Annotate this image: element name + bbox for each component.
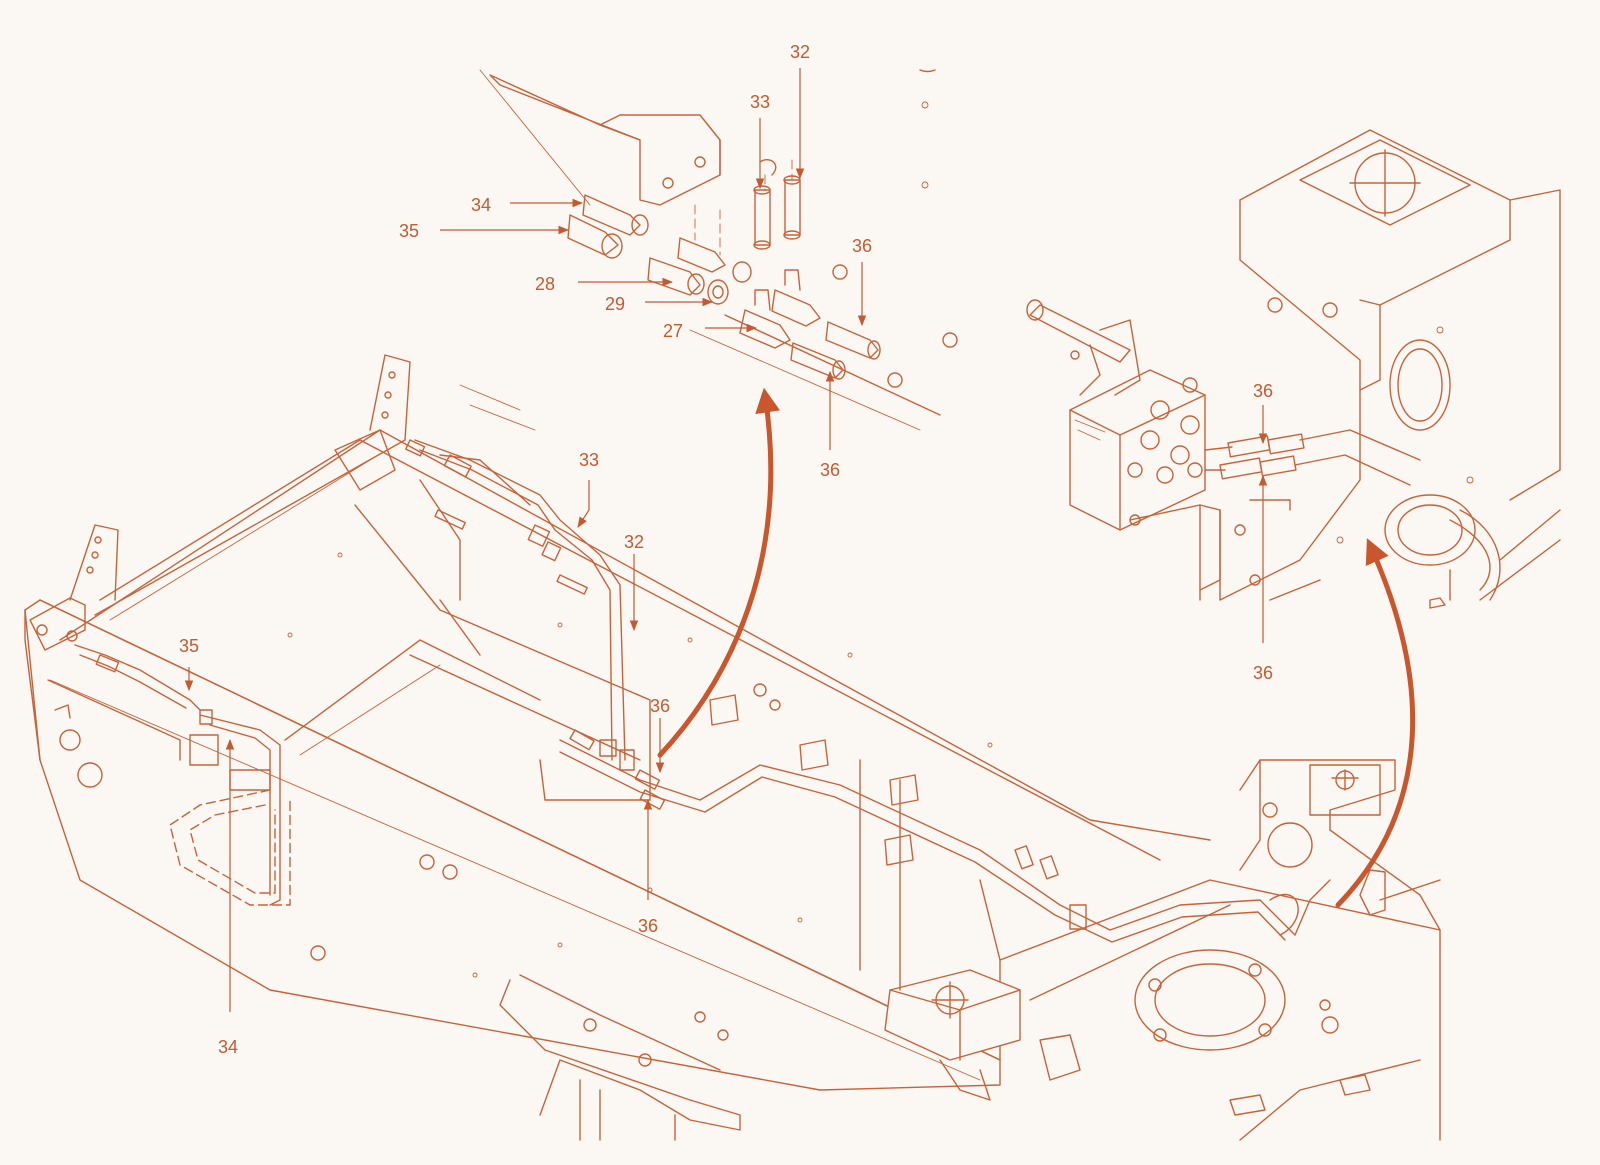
curved-arrow-icon [1335,538,1416,908]
fitting-exploded-detail [479,69,958,431]
valve-block-detail [1026,129,1561,916]
callout-33-top: 33 [750,92,770,112]
callout-33-frame: 33 [579,450,599,470]
curved-arrow-icon [657,387,780,758]
callout-35-frame: 35 [179,636,199,656]
callout-36-detail-lower: 36 [820,460,840,480]
callout-34-frame: 34 [218,1037,238,1057]
callout-27: 27 [663,321,683,341]
callout-36-valve-upper: 36 [1253,381,1273,401]
callout-34-top: 34 [471,195,491,215]
callout-28: 28 [535,274,555,294]
main-frame [24,354,1441,1141]
callout-36-top: 36 [852,236,872,256]
hydraulic-hoses [74,439,1331,943]
callout-32-top: 32 [790,42,810,62]
callout-36-valve-lower: 36 [1253,663,1273,683]
callout-32-frame: 32 [624,532,644,552]
callout-36-frame-lower: 36 [638,916,658,936]
callout-29: 29 [605,294,625,314]
callout-labels: 32 33 34 35 36 28 29 27 36 33 32 35 36 3… [179,42,1273,1057]
callout-35-top: 35 [399,221,419,241]
callout-leaders [184,68,1268,1012]
callout-36-frame-upper: 36 [650,696,670,716]
